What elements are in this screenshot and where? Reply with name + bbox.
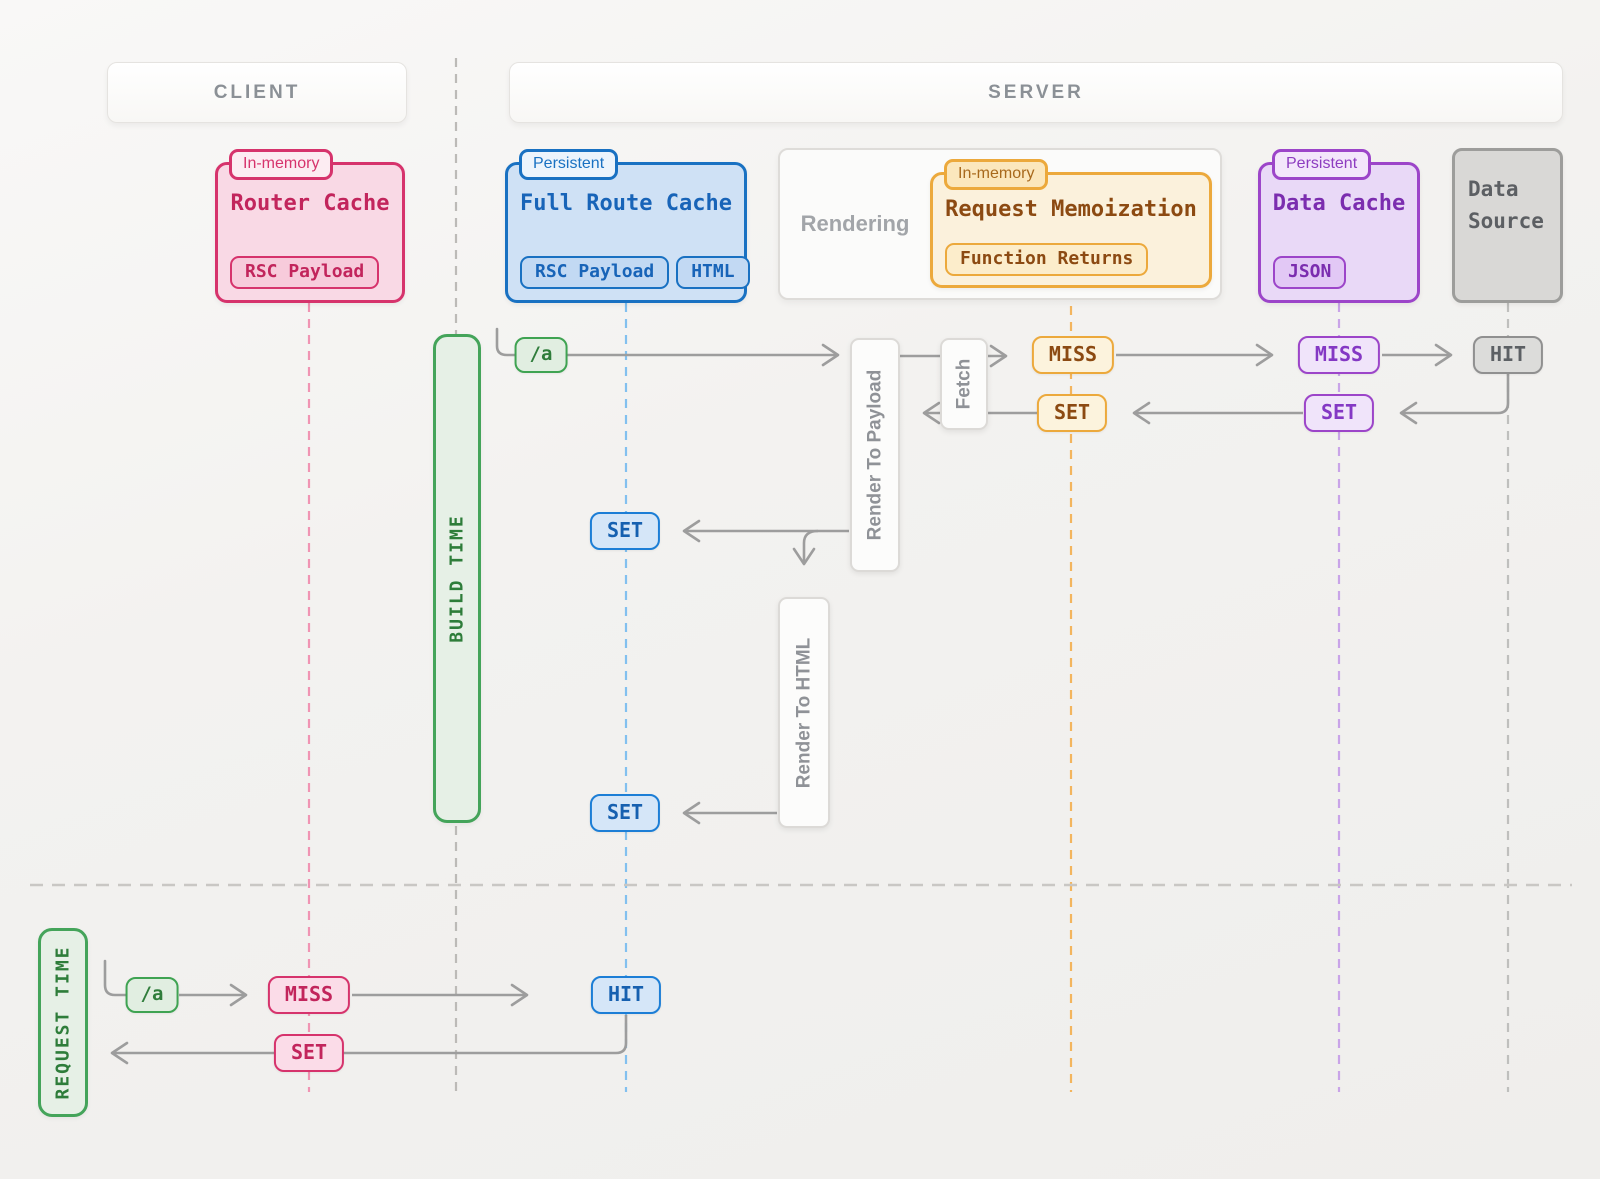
header-client: CLIENT xyxy=(107,62,407,123)
request-route-chip: /a xyxy=(125,977,179,1013)
arrow-source-hit-to-data-set xyxy=(1399,374,1510,425)
build-route-chip: /a xyxy=(514,337,568,373)
router-set-chip: SET xyxy=(273,1034,345,1072)
router-miss-chip: MISS xyxy=(267,976,351,1014)
node-router-cache: In-memory Router Cache RSC Payload xyxy=(215,149,405,303)
router-cache-tag: In-memory xyxy=(229,149,334,180)
node-data-cache: Persistent Data Cache JSON xyxy=(1258,149,1420,303)
data-cache-title: Data Cache xyxy=(1272,191,1406,216)
process-render-to-html: Render To HTML xyxy=(778,597,830,828)
rendering-label: Rendering xyxy=(800,211,910,236)
frc-set-payload-chip: SET xyxy=(589,512,661,550)
frc-set-html-chip: SET xyxy=(589,794,661,832)
data-cache-miss-chip: MISS xyxy=(1297,336,1381,374)
hook-request-route xyxy=(103,959,128,997)
request-time-bar: REQUEST TIME xyxy=(38,928,88,1117)
fetch-label: Fetch xyxy=(953,358,974,410)
render-to-payload-label: Render To Payload xyxy=(864,369,885,541)
arrow-frc-hit-to-client xyxy=(110,1015,628,1065)
frc-hit-chip: HIT xyxy=(590,976,662,1014)
request-time-label: REQUEST TIME xyxy=(52,945,74,1100)
router-cache-title: Router Cache xyxy=(230,191,390,216)
data-cache-tag: Persistent xyxy=(1272,149,1372,180)
node-request-memoization: In-memory Request Memoization Function R… xyxy=(930,159,1212,288)
data-cache-set-chip: SET xyxy=(1303,394,1375,432)
request-memoization-chip-function-returns: Function Returns xyxy=(945,243,1149,276)
header-server: SERVER xyxy=(509,62,1563,123)
request-memoization-tag: In-memory xyxy=(944,159,1049,190)
router-cache-chip-rsc-payload: RSC Payload xyxy=(230,256,380,289)
full-route-cache-chip-rsc-payload: RSC Payload xyxy=(520,256,670,289)
data-cache-chip-json: JSON xyxy=(1273,256,1347,289)
memo-miss-chip: MISS xyxy=(1031,336,1115,374)
full-route-cache-tag: Persistent xyxy=(519,149,619,180)
request-memoization-title: Request Memoization xyxy=(945,197,1197,222)
node-data-source: Data Source xyxy=(1452,148,1563,303)
process-fetch: Fetch xyxy=(940,338,988,430)
build-time-bar: BUILD TIME xyxy=(433,334,481,823)
build-time-label: BUILD TIME xyxy=(446,514,468,643)
full-route-cache-title: Full Route Cache xyxy=(520,191,732,216)
arrow-render-payload-to-render-html xyxy=(792,529,819,566)
render-to-html-label: Render To HTML xyxy=(793,637,814,788)
full-route-cache-chip-html: HTML xyxy=(676,256,750,289)
memo-set-chip: SET xyxy=(1036,394,1108,432)
node-full-route-cache: Persistent Full Route Cache RSC Payload … xyxy=(505,149,750,303)
data-source-hit-chip: HIT xyxy=(1472,336,1544,374)
process-render-to-payload: Render To Payload xyxy=(850,338,900,572)
hook-build-route xyxy=(495,327,517,357)
